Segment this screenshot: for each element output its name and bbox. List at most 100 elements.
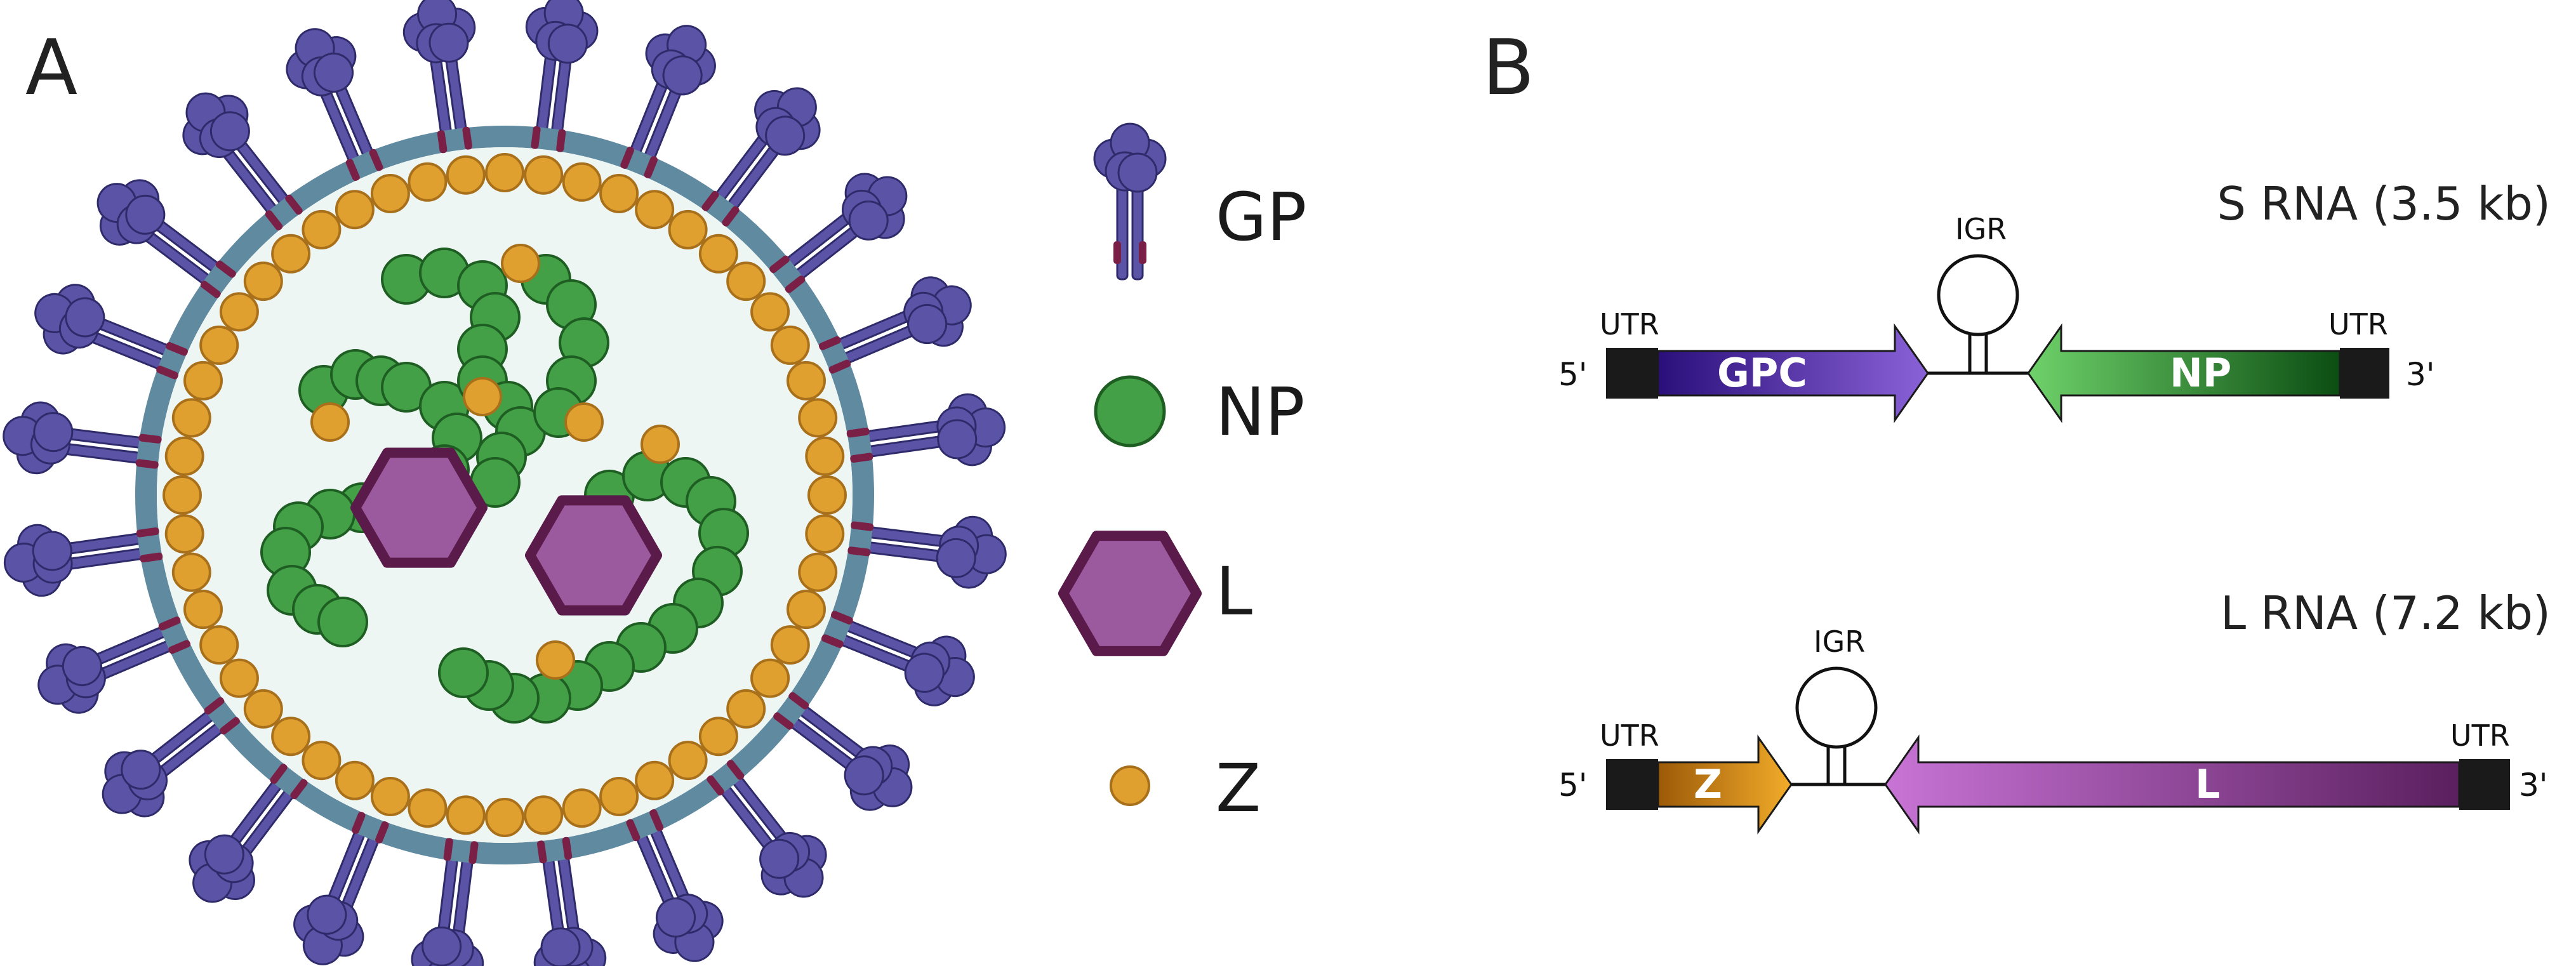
gp-spike xyxy=(189,767,305,903)
l-gene-l-label: L xyxy=(2195,761,2221,807)
gp-spike xyxy=(629,811,724,962)
legend-label-l: L xyxy=(1216,553,1252,630)
viral-membrane xyxy=(135,126,874,864)
l-polymerase-hexagon xyxy=(350,447,488,568)
z-protein-dot xyxy=(562,162,602,202)
z-protein-ring xyxy=(163,153,847,837)
z-protein-dot xyxy=(219,292,259,332)
l-igr-label: IGR xyxy=(1814,625,1866,659)
gp-spike xyxy=(849,515,1007,589)
gp-spike xyxy=(286,28,380,179)
s-five-prime-label: 5' xyxy=(1558,356,1588,393)
z-protein-dot xyxy=(807,475,847,515)
z-protein-dot xyxy=(635,760,675,800)
gp-spike xyxy=(821,276,972,371)
z-protein-dot xyxy=(770,625,810,665)
z-protein-dot xyxy=(408,162,448,202)
gp-spike xyxy=(623,25,716,176)
gp-spike xyxy=(3,524,161,597)
s-gene-np-label: NP xyxy=(2170,350,2232,396)
gp-spike xyxy=(411,839,484,966)
l-utr-right-label: UTR xyxy=(2450,718,2510,753)
z-protein-dot xyxy=(463,377,502,416)
gp-spike xyxy=(705,87,821,223)
z-protein-dot xyxy=(787,361,826,400)
gp-spike xyxy=(823,614,975,706)
z-protein-dot xyxy=(302,741,342,781)
gp-anchor-band xyxy=(847,521,874,557)
gp-anchor-band xyxy=(156,341,189,380)
gp-spike xyxy=(37,619,189,714)
purple-hexagon-icon xyxy=(1058,531,1202,656)
gp-anchor-band xyxy=(351,811,389,844)
legend-label-np: NP xyxy=(1216,373,1305,451)
s-utr-left-label: UTR xyxy=(1600,307,1659,341)
z-protein-dot xyxy=(635,190,675,230)
z-protein-dot xyxy=(164,436,204,476)
gp-spike xyxy=(710,763,827,898)
z-protein-dot xyxy=(524,795,564,835)
gp-anchor-band xyxy=(707,760,745,796)
gp-anchor-band xyxy=(270,764,308,800)
z-protein-dot xyxy=(219,658,259,698)
z-protein-dot xyxy=(243,261,283,301)
legend-label-z: Z xyxy=(1216,750,1261,827)
z-protein-dot xyxy=(750,658,790,698)
gp-spike xyxy=(293,814,386,965)
gp-anchor-band xyxy=(135,433,162,469)
z-protein-dot xyxy=(243,689,283,729)
z-protein-dot xyxy=(163,475,202,515)
z-protein-dot xyxy=(599,174,639,213)
z-protein-dot xyxy=(805,436,845,476)
gp-spike xyxy=(402,0,476,152)
s-three-prime-label: 3' xyxy=(2406,356,2435,393)
gp-anchor-band xyxy=(345,149,383,182)
gp-anchor-band xyxy=(158,616,191,654)
z-protein-dot xyxy=(310,402,350,442)
gp-anchor-band xyxy=(620,147,658,179)
gp-anchor-band xyxy=(818,336,851,374)
z-protein-dot xyxy=(698,234,738,274)
z-protein-dot xyxy=(564,402,604,442)
z-protein-dot xyxy=(485,798,524,837)
gp-anchor-band xyxy=(846,427,873,463)
gp-anchor-band xyxy=(626,809,664,842)
s-utr-right-label: UTR xyxy=(2328,307,2388,341)
z-protein-dot xyxy=(726,689,766,729)
gp-anchor-band xyxy=(536,837,573,864)
gp-anchor-band xyxy=(265,194,303,230)
l-l-arrow xyxy=(1884,734,2460,835)
z-protein-dot xyxy=(524,155,564,195)
gp-anchor-band xyxy=(200,260,236,298)
z-protein-dot xyxy=(446,155,486,195)
gp-anchor-band xyxy=(701,190,740,227)
z-protein-dot xyxy=(536,640,575,680)
gp-anchor-band xyxy=(769,255,806,293)
z-protein-dot xyxy=(750,292,790,332)
z-protein-inner xyxy=(310,244,680,680)
z-protein-dot xyxy=(501,244,540,283)
legend-gp-spike xyxy=(1093,122,1167,281)
l-rna-diagram xyxy=(1606,666,2510,835)
z-protein-dot xyxy=(668,209,708,249)
s-utr-right xyxy=(2340,348,2389,399)
gp-spike xyxy=(848,393,1006,466)
np-bead xyxy=(438,647,489,698)
s-utr-left xyxy=(1606,348,1658,399)
gp-spike xyxy=(102,700,237,817)
l-utr-left xyxy=(1606,759,1658,810)
z-protein-dot xyxy=(302,209,342,249)
gp-spike xyxy=(96,179,233,295)
s-rna-title: S RNA (3.5 kb) xyxy=(2217,177,2551,230)
gp-anchor-band xyxy=(437,126,473,154)
np-bead xyxy=(317,597,368,647)
gp-spike xyxy=(3,401,161,475)
l-utr-right xyxy=(2459,759,2510,810)
l-utr-left-label: UTR xyxy=(1600,718,1659,753)
z-protein-dot xyxy=(446,795,486,835)
z-protein-dot xyxy=(408,788,448,828)
z-protein-dot xyxy=(183,361,223,400)
panel-b-label: B xyxy=(1482,24,1535,112)
